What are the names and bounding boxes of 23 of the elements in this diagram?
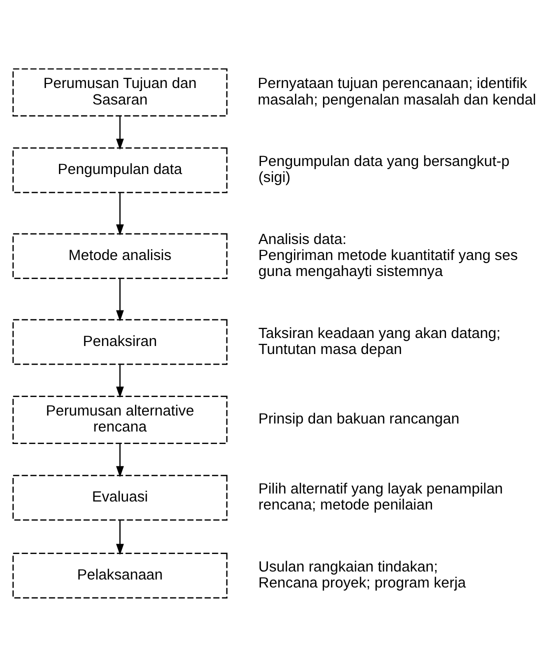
node-box: Perumusan alternative rencana [12, 395, 228, 444]
node-label: Pengumpulan data yang bersangkut-p (sigi) [258, 154, 510, 186]
node-label: Usulan rangkaian tindakan; [258, 558, 438, 575]
node-label: Taksiran keadaan yang akan datang; [258, 325, 500, 342]
arrow [116, 364, 124, 398]
node-label: Tuntutan masa depan [258, 341, 402, 358]
node-label: Prinsip dan bakuan rancangan [258, 411, 460, 428]
node-label: Analisis data: [258, 231, 346, 248]
arrow [116, 278, 124, 321]
node-box: Pengumpulan data [12, 146, 228, 193]
node-box: Penaksiran [12, 318, 228, 364]
arrow [116, 116, 124, 150]
arrow [116, 192, 124, 235]
node-box: Pelaksanaan [12, 552, 228, 598]
node-box: Metode analisis [12, 232, 228, 279]
arrow [116, 520, 124, 555]
node-label: Rencana proyek; program kerja [258, 574, 466, 591]
node-label: Pernyataan tujuan perencanaan; identifik masalah; pengenalan masalah dan kendal [258, 76, 536, 108]
node-label: Pilih alternatif yang layak penampilan rencana; metode penilaian [258, 481, 503, 514]
arrow [116, 443, 124, 477]
node-label: Pengiriman metode kuantitatif yang ses guna mengahayti sistemnya [258, 247, 518, 280]
node-box: Evaluasi [12, 474, 228, 520]
node-box: Perumusan Tujuan dan Sasaran [12, 68, 228, 116]
